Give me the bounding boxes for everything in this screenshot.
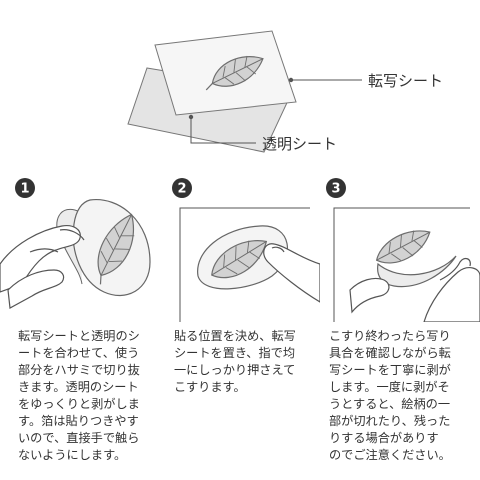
hand-icon [0, 225, 85, 309]
step-1-instructions: 転写シートと透明のシ ートを合わせて、使う 部分をハサミで切り抜 きます。透明の… [18, 329, 140, 462]
leaf-icon [97, 213, 135, 285]
step-2-badge: 2 [172, 178, 192, 198]
step-3-illustration: 3 [326, 178, 480, 322]
clear-leader-line [190, 117, 256, 144]
step-1-badge: 1 [15, 178, 35, 198]
finger-icon [263, 243, 320, 303]
step-1-number: 1 [20, 182, 29, 197]
step-1-illustration: 1 [0, 178, 151, 309]
step-3-instructions: こすり終わったら写り 具合を確認しながら転 写シートを丁寧に剥が します。一度に… [329, 329, 451, 462]
step-3-number: 3 [331, 182, 340, 197]
sheet-layer-diagram [127, 30, 362, 153]
surface-frame [333, 207, 470, 322]
hand-icon [349, 257, 480, 322]
clear-sheet-label: 透明シート [262, 135, 338, 153]
leaf-icon [205, 55, 264, 91]
step-2-illustration: 2 [172, 178, 320, 322]
leaf-icon [375, 230, 431, 264]
step-2-number: 2 [177, 182, 186, 197]
leaf-icon [211, 240, 268, 279]
surface-frame [179, 207, 310, 322]
step-2-instructions: 貼る位置を決め、転写 シートを置き、指で均 一にしっかり押さえて こすります。 [174, 329, 296, 394]
transfer-sheet-label: 転写シート [368, 72, 444, 90]
step-3-badge: 3 [326, 178, 346, 198]
